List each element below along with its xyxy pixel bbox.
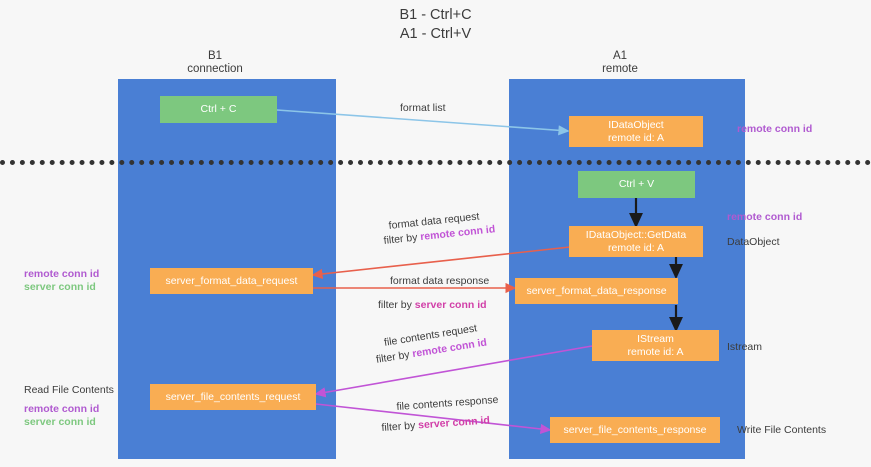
box-ctrl-v-label: Ctrl + V: [618, 178, 655, 190]
side-label-dataobject: DataObject: [727, 236, 780, 248]
box-getdata-line1: IDataObject::GetData: [585, 228, 687, 241]
label-format-data-response-filter: filter by server conn id: [378, 298, 487, 312]
box-getdata-line2: remote id: A: [607, 241, 665, 254]
section-divider: [0, 160, 871, 165]
page-title: B1 - Ctrl+C A1 - Ctrl+V: [399, 7, 472, 42]
box-ctrl-c-label: Ctrl + C: [200, 103, 237, 115]
side-label-istream: Istream: [727, 341, 763, 353]
column-header-b1: B1 connection: [187, 50, 243, 75]
side-label-left-remote-conn-id: remote conn id: [24, 268, 100, 280]
box-ctrl-c[interactable]: Ctrl + C: [160, 96, 277, 123]
label-file-contents-response-filter-prefix: filter by: [381, 419, 419, 434]
box-idataobject-line1: IDataObject: [608, 118, 664, 131]
box-server-file-contents-response[interactable]: server_file_contents_response: [550, 417, 720, 443]
arrow-format-list: [276, 109, 570, 136]
arrow-format-data-request: [311, 246, 571, 280]
arrow-file-contents-response: [315, 403, 552, 435]
box-getdata[interactable]: IDataObject::GetData remote id: A: [569, 226, 703, 257]
side-label-left-bottom-remote-conn-id: remote conn id: [24, 403, 100, 415]
side-label-left-server-conn-id: server conn id: [24, 281, 96, 293]
side-label-remote-conn-id-top: remote conn id: [737, 123, 813, 135]
label-format-list: format list: [400, 102, 446, 114]
label-format-data-response-filter-key: server conn id: [414, 299, 487, 311]
box-server-format-data-response-label: server_format_data_response: [526, 284, 667, 297]
box-istream[interactable]: IStream remote id: A: [592, 330, 719, 361]
side-label-write-file-contents: Write File Contents: [737, 424, 827, 436]
box-server-format-data-response[interactable]: server_format_data_response: [515, 278, 678, 304]
box-server-format-data-request-label: server_format_data_request: [165, 274, 298, 287]
column-header-a1: A1 remote: [602, 50, 638, 75]
label-format-data-request-filter-prefix: filter by: [383, 231, 421, 247]
box-ctrl-v[interactable]: Ctrl + V: [578, 171, 695, 198]
box-server-format-data-request[interactable]: server_format_data_request: [150, 268, 313, 294]
box-istream-line1: IStream: [637, 332, 674, 345]
box-server-file-contents-request[interactable]: server_file_contents_request: [150, 384, 316, 410]
label-format-data-response-filter-prefix: filter by: [378, 299, 415, 311]
box-server-file-contents-request-label: server_file_contents_request: [165, 390, 301, 403]
box-idataobject-line2: remote id: A: [607, 131, 665, 144]
box-server-file-contents-response-label: server_file_contents_response: [563, 423, 707, 436]
box-istream-line2: remote id: A: [627, 345, 684, 358]
side-label-read-file-contents: Read File Contents: [24, 384, 114, 396]
side-label-remote-conn-id-mid: remote conn id: [727, 211, 803, 223]
label-format-data-response: format data response: [390, 275, 490, 287]
box-idataobject[interactable]: IDataObject remote id: A: [569, 116, 703, 147]
side-label-left-bottom-server-conn-id: server conn id: [24, 416, 96, 428]
arrow-file-contents-request: [314, 345, 593, 398]
